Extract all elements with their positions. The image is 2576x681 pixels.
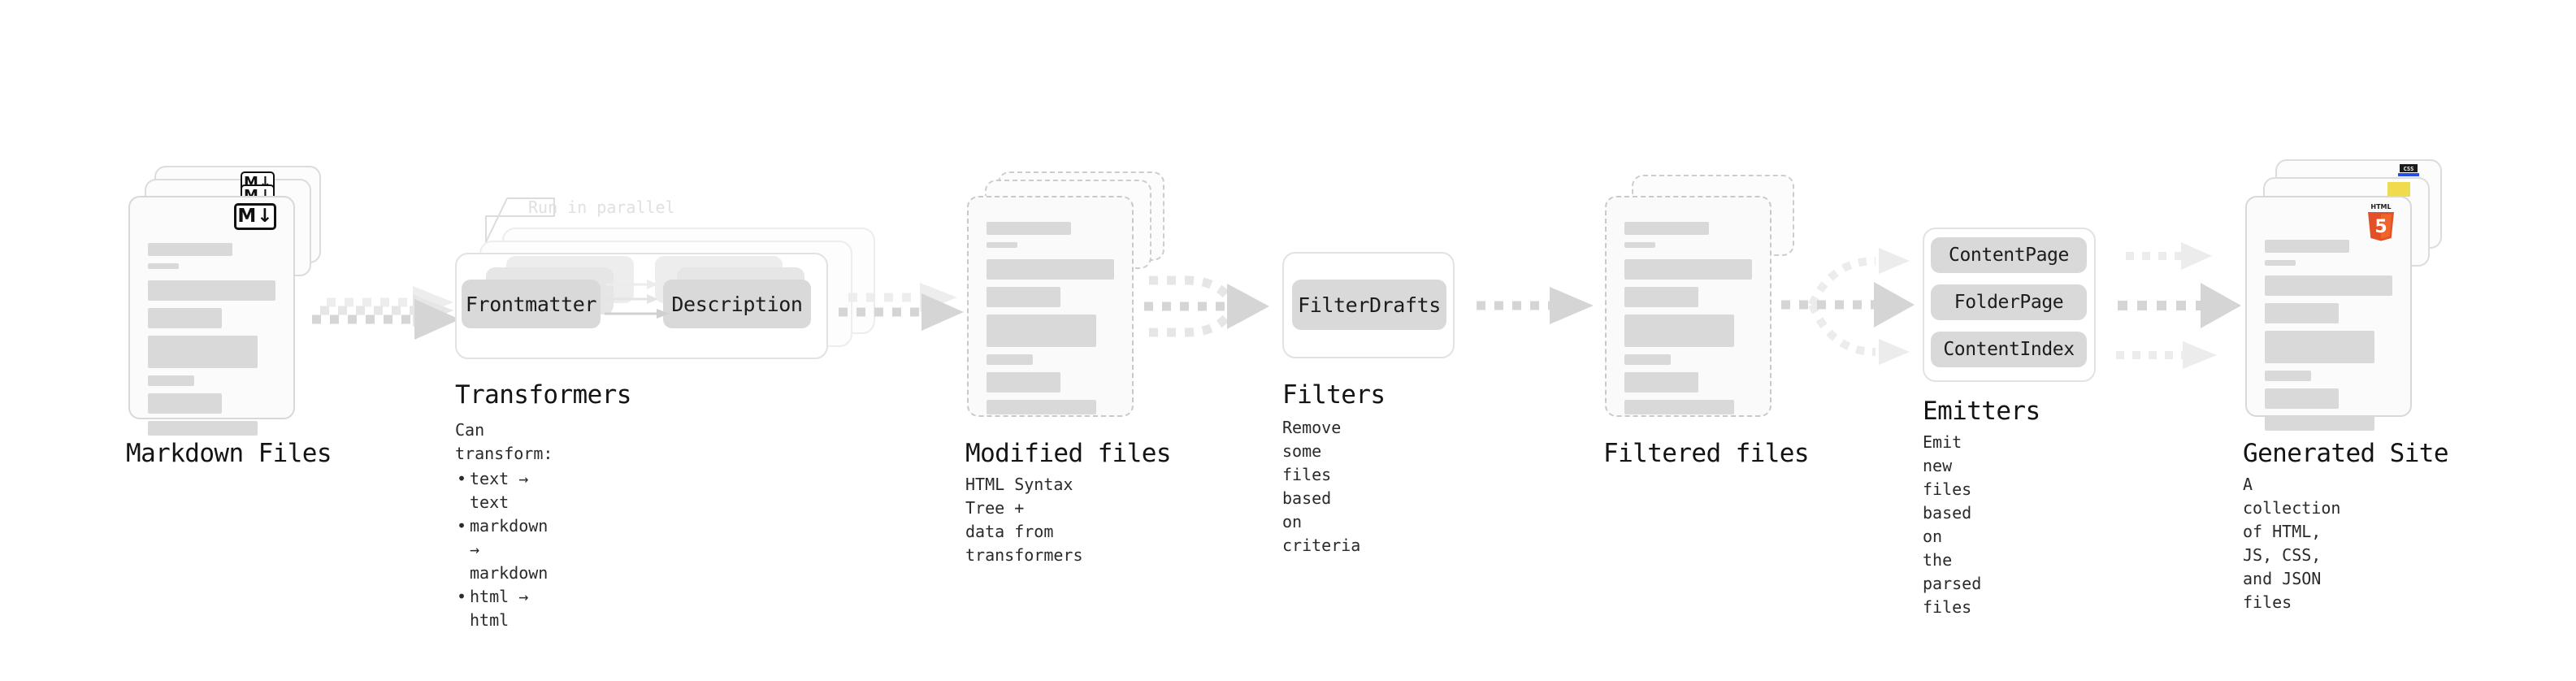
skeleton-bar	[148, 243, 232, 256]
connector-emitters-to-site	[2116, 242, 2241, 369]
frontmatter-chip[interactable]: Frontmatter	[462, 280, 601, 328]
filtered-files-title: Filtered files	[1603, 439, 1809, 468]
connector-filtered-to-emitters	[1781, 248, 1915, 365]
transformers-bullet: text → text	[457, 467, 553, 514]
markdown-file-card	[128, 196, 295, 436]
transformers-bullet: markdown → markdown	[457, 514, 553, 585]
skeleton-bar	[2265, 260, 2296, 266]
folderpage-chip[interactable]: FolderPage	[1931, 284, 2087, 320]
skeleton-bar	[987, 242, 1017, 248]
skeleton-bar	[1624, 242, 1655, 248]
skeleton-bar	[1624, 400, 1735, 414]
emitters-subtitle: Emit new files based on the parsed files	[1923, 432, 1982, 617]
skeleton-bar	[987, 400, 1097, 414]
skeleton-bar	[1624, 222, 1709, 235]
skeleton-bar	[1624, 287, 1699, 307]
skeleton-bar	[987, 354, 1033, 365]
transformers-title: Transformers	[455, 380, 631, 410]
transformers-lead: Can transform:	[455, 420, 553, 463]
connector-filters-to-filtered	[1477, 287, 1594, 324]
emitters-title: Emitters	[1923, 397, 2040, 426]
filterdrafts-chip[interactable]: FilterDrafts	[1292, 280, 1446, 330]
run-in-parallel-note: Run in parallel	[528, 197, 675, 217]
css-badge-icon: CSS	[2398, 164, 2419, 176]
js-badge-icon	[2387, 182, 2410, 197]
filters-subtitle: Remove some files based on criteria	[1282, 418, 1361, 555]
skeleton-bar	[1624, 314, 1735, 347]
html5-digit: 5	[2374, 217, 2387, 237]
site-card-skeleton	[2265, 240, 2392, 438]
svg-text:CSS: CSS	[2404, 166, 2414, 172]
skeleton-bar	[2265, 303, 2340, 323]
skeleton-bar	[148, 308, 223, 328]
modified-files-subtitle: HTML Syntax Tree + data from transformer…	[965, 475, 1083, 565]
html5-shield-icon: HTML 5	[2368, 203, 2394, 241]
filtered-file-card	[1605, 196, 1772, 417]
markdown-icon-arrow: ↓	[257, 206, 273, 227]
generated-site-title: Generated Site	[2243, 439, 2448, 468]
connector-transformers-to-modified	[839, 283, 964, 331]
contentpage-chip[interactable]: ContentPage	[1931, 237, 2087, 273]
skeleton-bar	[987, 372, 1061, 393]
skeleton-bar	[148, 421, 258, 436]
transformers-description: Can transform: text → text markdown → ma…	[455, 419, 553, 632]
skeleton-bar	[2265, 388, 2340, 409]
modified-files-title: Modified files	[965, 439, 1171, 468]
skeleton-bar	[148, 336, 258, 368]
skeleton-bar	[2265, 275, 2392, 296]
skeleton-bar	[148, 393, 223, 414]
generated-site-subtitle: A collection of HTML, JS, CSS, and JSON …	[2243, 475, 2341, 612]
skeleton-bar	[2265, 240, 2349, 253]
modified-file-card	[967, 196, 1134, 417]
connector-markdown-to-transformers	[312, 286, 460, 340]
skeleton-bar	[148, 375, 194, 386]
connector-modified-to-filters	[1144, 275, 1269, 337]
markdown-files-title: Markdown Files	[126, 439, 332, 468]
filters-title: Filters	[1282, 380, 1386, 410]
skeleton-bar	[148, 280, 275, 301]
modified-card-skeleton	[987, 222, 1114, 422]
skeleton-bar	[1624, 372, 1699, 393]
transformers-bullet: html → html	[457, 585, 553, 632]
markdown-icon-letter: M	[237, 206, 257, 227]
skeleton-bar	[987, 222, 1071, 235]
filtered-card-skeleton	[1624, 222, 1752, 422]
skeleton-bar	[2265, 371, 2311, 381]
markdown-icon: M↓	[234, 203, 276, 230]
skeleton-bar	[1624, 259, 1752, 280]
html5-label: HTML	[2370, 203, 2391, 210]
transformers-bullet-list: text → text markdown → markdown html → h…	[455, 467, 553, 632]
skeleton-bar	[148, 263, 179, 269]
contentindex-chip[interactable]: ContentIndex	[1931, 332, 2087, 367]
skeleton-bar	[987, 259, 1114, 280]
skeleton-bar	[2265, 331, 2375, 363]
description-chip[interactable]: Description	[663, 280, 811, 328]
skeleton-bar	[987, 287, 1061, 307]
run-in-parallel-leader-line	[485, 197, 555, 243]
skeleton-bar	[987, 314, 1097, 347]
skeleton-bar	[2265, 416, 2375, 431]
transformer-internal-arrows	[605, 280, 670, 319]
skeleton-bar	[1624, 354, 1671, 365]
markdown-card-skeleton	[148, 243, 275, 443]
